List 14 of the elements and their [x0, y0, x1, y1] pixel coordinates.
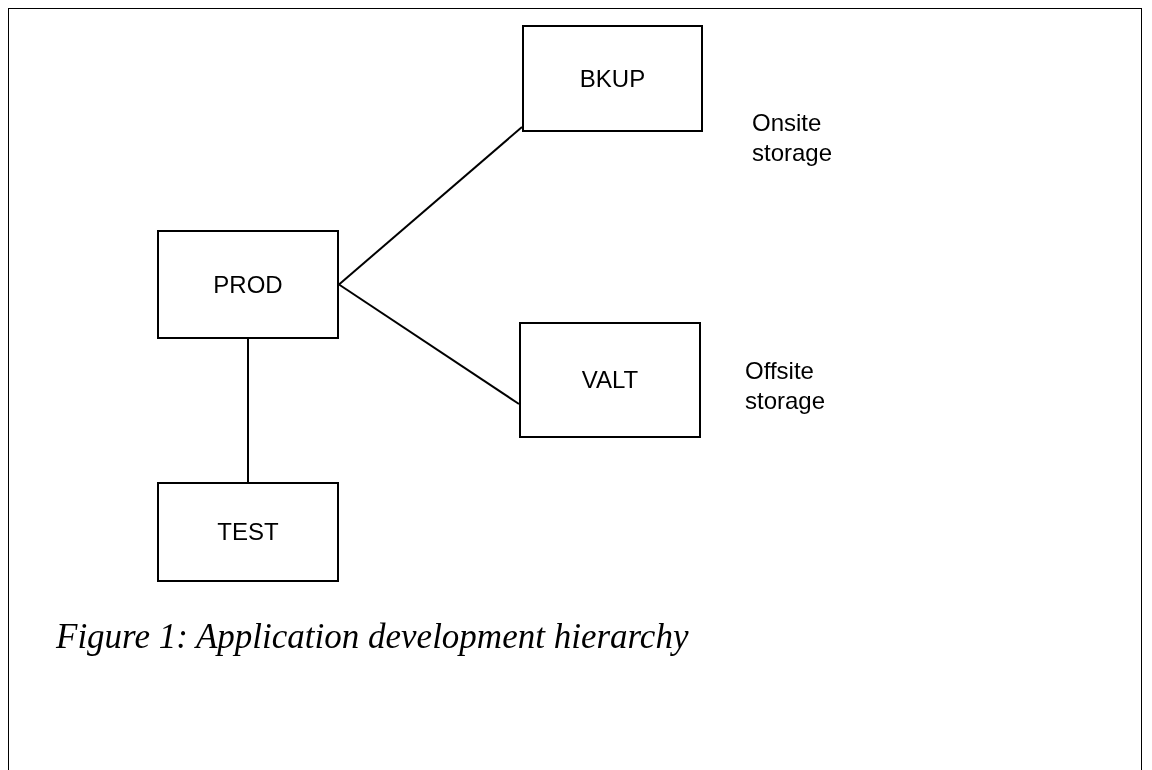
figure-caption: Figure 1: Application development hierarchy — [56, 617, 689, 657]
process-box — [522, 25, 703, 132]
box-label: PROD — [213, 270, 283, 299]
node-note: Onsite storage — [752, 108, 834, 168]
node-note: Offsite storage — [745, 356, 827, 416]
connector-line — [338, 126, 523, 286]
process-box — [157, 482, 339, 582]
process-box — [519, 322, 701, 438]
connector-line — [338, 283, 520, 405]
box-label: TEST — [217, 518, 279, 546]
box-label: BKUP — [579, 64, 646, 93]
connector-line — [247, 338, 249, 483]
process-box — [157, 230, 339, 339]
box-label: VALT — [581, 366, 639, 394]
